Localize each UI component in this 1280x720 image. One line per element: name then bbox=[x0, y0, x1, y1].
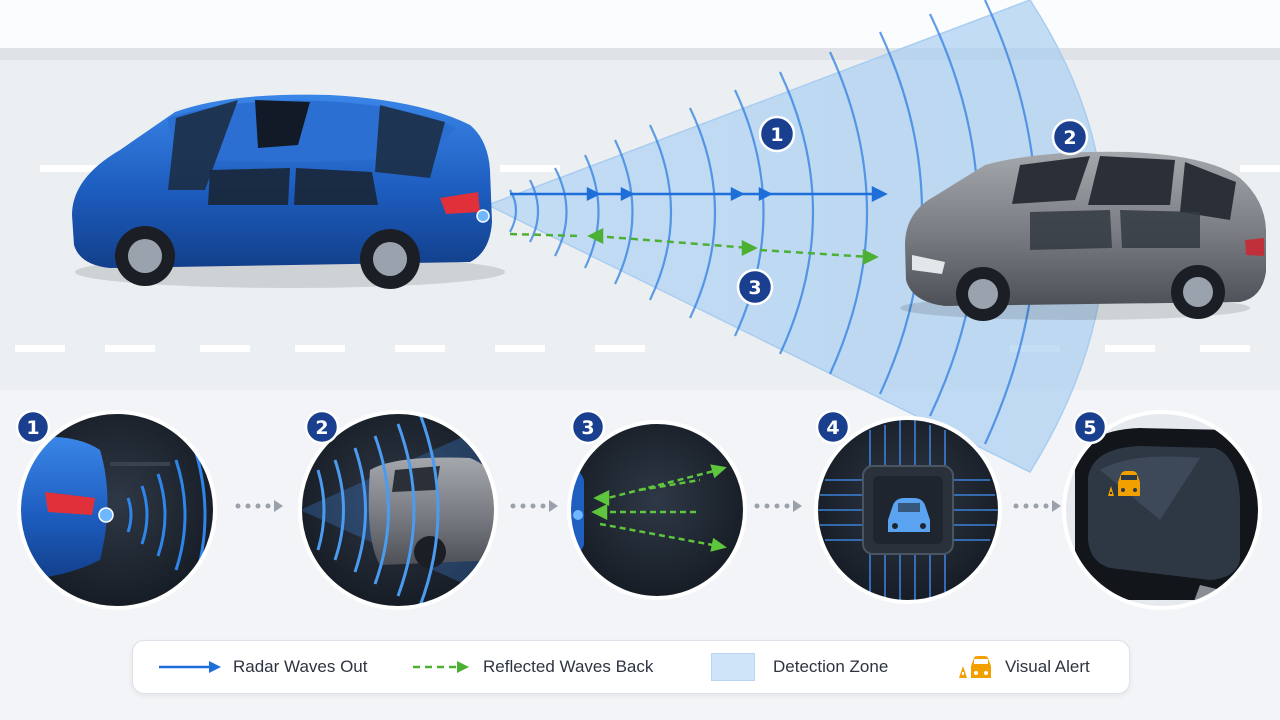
lane-marking-top bbox=[40, 165, 1280, 172]
dashed-arrow-icon bbox=[413, 661, 469, 673]
step-5-alert bbox=[1062, 410, 1262, 610]
badge-top-2: 2 bbox=[1051, 118, 1089, 156]
host-car bbox=[72, 94, 505, 289]
svg-text:1: 1 bbox=[26, 417, 39, 439]
step-3-reflect bbox=[567, 420, 747, 600]
svg-text:2: 2 bbox=[315, 417, 328, 439]
dotted-arrow-icon bbox=[235, 500, 1061, 512]
target-car bbox=[900, 151, 1266, 321]
chip-icon bbox=[862, 465, 954, 555]
badge-top-3: 3 bbox=[736, 268, 774, 306]
svg-text:5: 5 bbox=[1083, 417, 1096, 439]
road-shoulder bbox=[0, 0, 1280, 50]
svg-text:2: 2 bbox=[1063, 127, 1076, 149]
legend-detection-zone: Detection Zone bbox=[711, 641, 888, 693]
badge-step-5: 5 bbox=[1072, 409, 1108, 445]
legend-visual-alert: Visual Alert bbox=[957, 641, 1090, 693]
legend-visual-alert-label: Visual Alert bbox=[1005, 657, 1090, 676]
blind-spot-car-icon bbox=[1108, 471, 1140, 496]
svg-text:3: 3 bbox=[748, 277, 761, 299]
legend-radar-out-label: Radar Waves Out bbox=[233, 657, 368, 676]
badge-top-1: 1 bbox=[758, 115, 796, 153]
step-1-emit bbox=[17, 410, 217, 610]
svg-text:3: 3 bbox=[581, 417, 594, 439]
svg-text:1: 1 bbox=[770, 124, 783, 146]
svg-text:4: 4 bbox=[826, 417, 839, 439]
reflected-arrows bbox=[509, 227, 879, 266]
legend-detection-zone-label: Detection Zone bbox=[773, 657, 889, 676]
detection-zone-swatch bbox=[711, 653, 755, 681]
badge-step-4: 4 bbox=[815, 409, 851, 445]
step-2-detect bbox=[298, 410, 498, 610]
alert-icon bbox=[959, 656, 991, 678]
radar-out-arrows bbox=[510, 185, 888, 203]
solid-arrow-icon bbox=[159, 661, 221, 673]
road-edge bbox=[0, 48, 1280, 60]
step-4-process bbox=[814, 416, 1002, 604]
legend-reflected: Reflected Waves Back bbox=[413, 641, 653, 693]
legend-reflected-label: Reflected Waves Back bbox=[483, 657, 654, 676]
badge-step-2: 2 bbox=[304, 409, 340, 445]
legend-radar-out: Radar Waves Out bbox=[159, 641, 367, 693]
badge-step-1: 1 bbox=[15, 409, 51, 445]
badge-step-3: 3 bbox=[570, 409, 606, 445]
legend: Radar Waves Out Reflected Waves Back Det… bbox=[132, 640, 1130, 694]
